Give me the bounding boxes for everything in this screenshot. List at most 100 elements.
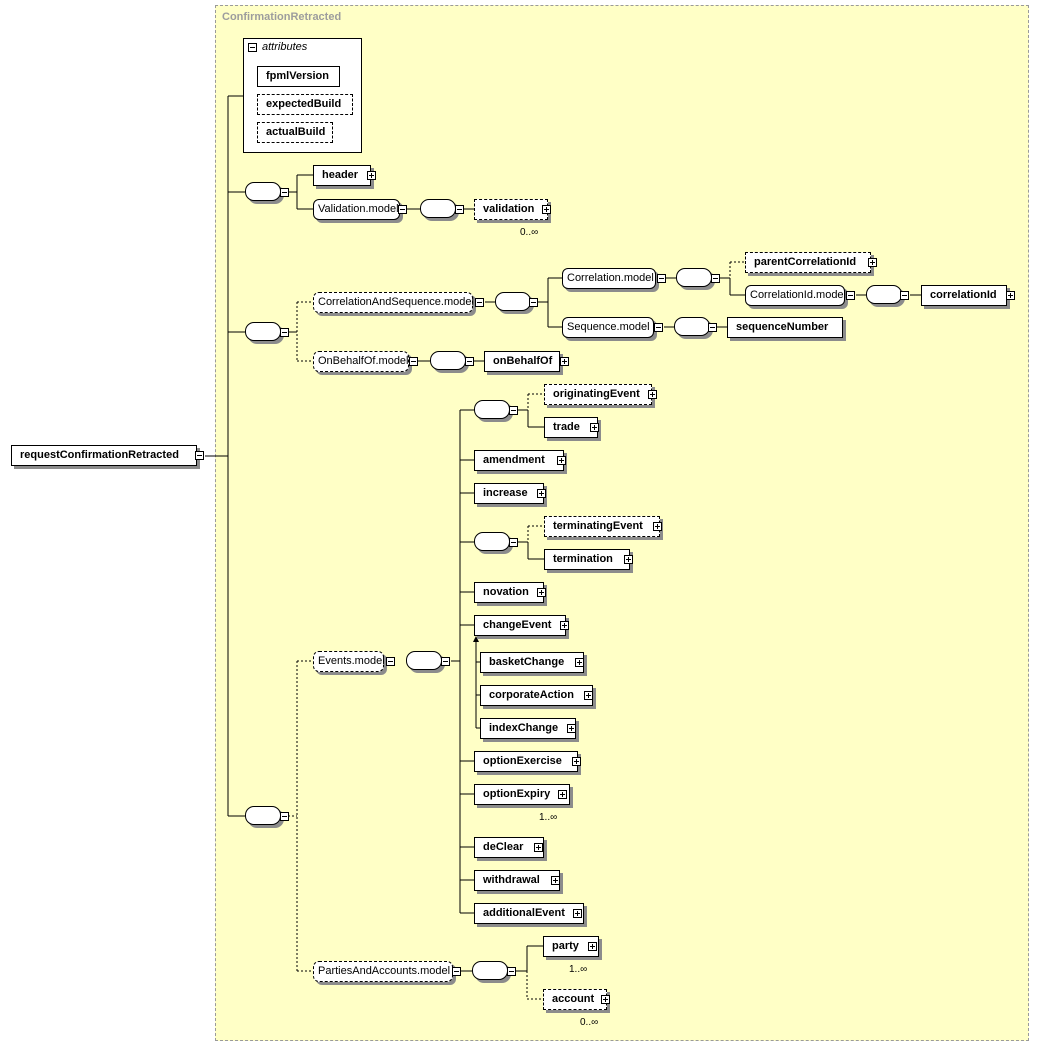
element-correlation-id[interactable]: correlationId (921, 285, 1007, 306)
collapse-attributes-icon[interactable] (248, 43, 257, 52)
expand-correlation-id-icon[interactable] (1006, 291, 1015, 300)
element-termination[interactable]: termination (544, 549, 630, 570)
element-increase[interactable]: increase (474, 483, 544, 504)
expand-change-event-icon[interactable] (560, 621, 569, 630)
element-corporate-action[interactable]: corporateAction (480, 685, 593, 706)
expand-increase-icon[interactable] (537, 489, 546, 498)
element-on-behalf-of[interactable]: onBehalfOf (484, 351, 560, 372)
expand-withdrawal-icon[interactable] (551, 876, 560, 885)
element-parent-correlation-id[interactable]: parentCorrelationId (745, 252, 871, 273)
collapse-root-icon[interactable] (195, 451, 204, 460)
group-correlation-model[interactable]: Correlation.model (562, 268, 656, 289)
group-on-behalf-of-model[interactable]: OnBehalfOf.model (313, 351, 409, 372)
element-validation[interactable]: validation (474, 199, 548, 220)
sequence-compositor-icon (430, 351, 466, 370)
sequence-compositor-icon (474, 532, 510, 551)
element-option-expiry[interactable]: optionExpiry (474, 784, 570, 805)
expand-on-behalf-of-icon[interactable] (560, 357, 569, 366)
expand-parent-correlation-id-icon[interactable] (868, 258, 877, 267)
sequence-compositor-icon (674, 317, 710, 336)
expand-option-expiry-icon[interactable] (558, 790, 567, 799)
sequence-compositor-icon (495, 292, 531, 311)
collapse-group-icon[interactable] (475, 298, 484, 307)
sequence-compositor-icon (472, 961, 508, 980)
attribute-actualbuild[interactable]: actualBuild (257, 122, 333, 143)
attribute-expectedbuild[interactable]: expectedBuild (257, 94, 353, 115)
sequence-compositor-icon (866, 285, 902, 304)
group-parties-and-accounts-model[interactable]: PartiesAndAccounts.model (313, 961, 453, 982)
collapse-group-icon[interactable] (657, 274, 666, 283)
root-element[interactable]: requestConfirmationRetracted (11, 445, 197, 466)
group-validation-model[interactable]: Validation.model (313, 199, 400, 220)
element-terminating-event[interactable]: terminatingEvent (544, 516, 660, 537)
expand-trade-icon[interactable] (590, 423, 599, 432)
collapse-sequence-icon[interactable] (455, 205, 464, 214)
collapse-sequence-icon[interactable] (280, 328, 289, 337)
expand-party-icon[interactable] (588, 942, 597, 951)
collapse-group-icon[interactable] (654, 323, 663, 332)
group-correlation-and-sequence-model[interactable]: CorrelationAndSequence.model (313, 292, 474, 313)
collapse-sequence-icon[interactable] (509, 406, 518, 415)
attributes-label: attributes (262, 41, 308, 53)
element-option-exercise[interactable]: optionExercise (474, 751, 578, 772)
expand-originating-event-icon[interactable] (648, 390, 657, 399)
expand-novation-icon[interactable] (537, 588, 546, 597)
collapse-sequence-icon[interactable] (711, 274, 720, 283)
element-sequence-number[interactable]: sequenceNumber (727, 317, 843, 338)
sequence-compositor-icon (474, 400, 510, 419)
expand-termination-icon[interactable] (624, 555, 633, 564)
sequence-compositor-icon (245, 806, 281, 825)
expand-header-icon[interactable] (367, 171, 376, 180)
sequence-compositor-icon (676, 268, 712, 287)
collapse-sequence-icon[interactable] (280, 812, 289, 821)
element-index-change[interactable]: indexChange (480, 718, 576, 739)
element-change-event[interactable]: changeEvent (474, 615, 566, 636)
element-header[interactable]: header (313, 165, 371, 186)
element-withdrawal[interactable]: withdrawal (474, 870, 560, 891)
expand-account-icon[interactable] (601, 995, 610, 1004)
group-sequence-model[interactable]: Sequence.model (562, 317, 654, 338)
group-events-model[interactable]: Events.model (313, 651, 385, 672)
expand-de-clear-icon[interactable] (534, 843, 543, 852)
expand-additional-event-icon[interactable] (573, 909, 582, 918)
collapse-sequence-icon[interactable] (708, 323, 717, 332)
element-de-clear[interactable]: deClear (474, 837, 544, 858)
expand-index-change-icon[interactable] (567, 724, 576, 733)
collapse-sequence-icon[interactable] (529, 298, 538, 307)
collapse-choice-icon[interactable] (441, 657, 450, 666)
element-trade[interactable]: trade (544, 417, 598, 438)
element-novation[interactable]: novation (474, 582, 544, 603)
element-originating-event[interactable]: originatingEvent (544, 384, 652, 405)
element-account[interactable]: account (543, 989, 607, 1010)
collapse-sequence-icon[interactable] (280, 188, 289, 197)
collapse-group-icon[interactable] (452, 967, 461, 976)
collapse-sequence-icon[interactable] (465, 357, 474, 366)
occurrence-label: 1..∞ (569, 964, 588, 975)
collapse-group-icon[interactable] (398, 205, 407, 214)
element-basket-change[interactable]: basketChange (480, 652, 584, 673)
choice-compositor-icon (406, 651, 442, 670)
expand-terminating-event-icon[interactable] (653, 522, 662, 531)
occurrence-label: 0..∞ (520, 227, 539, 238)
element-party[interactable]: party (543, 936, 599, 957)
collapse-sequence-icon[interactable] (509, 538, 518, 547)
element-additional-event[interactable]: additionalEvent (474, 903, 584, 924)
collapse-sequence-icon[interactable] (507, 967, 516, 976)
expand-validation-icon[interactable] (542, 205, 551, 214)
sequence-compositor-icon (245, 182, 281, 201)
attribute-fpmlversion[interactable]: fpmlVersion (257, 66, 340, 87)
element-amendment[interactable]: amendment (474, 450, 564, 471)
expand-option-exercise-icon[interactable] (572, 757, 581, 766)
expand-amendment-icon[interactable] (557, 456, 566, 465)
expand-basket-change-icon[interactable] (575, 658, 584, 667)
complex-type-title: ConfirmationRetracted (222, 11, 342, 23)
occurrence-label: 0..∞ (580, 1017, 599, 1028)
collapse-group-icon[interactable] (409, 357, 418, 366)
collapse-group-icon[interactable] (846, 291, 855, 300)
collapse-sequence-icon[interactable] (900, 291, 909, 300)
collapse-group-icon[interactable] (386, 657, 395, 666)
occurrence-label: 1..∞ (539, 812, 558, 823)
group-correlation-id-model[interactable]: CorrelationId.model (745, 285, 846, 306)
expand-corporate-action-icon[interactable] (584, 691, 593, 700)
